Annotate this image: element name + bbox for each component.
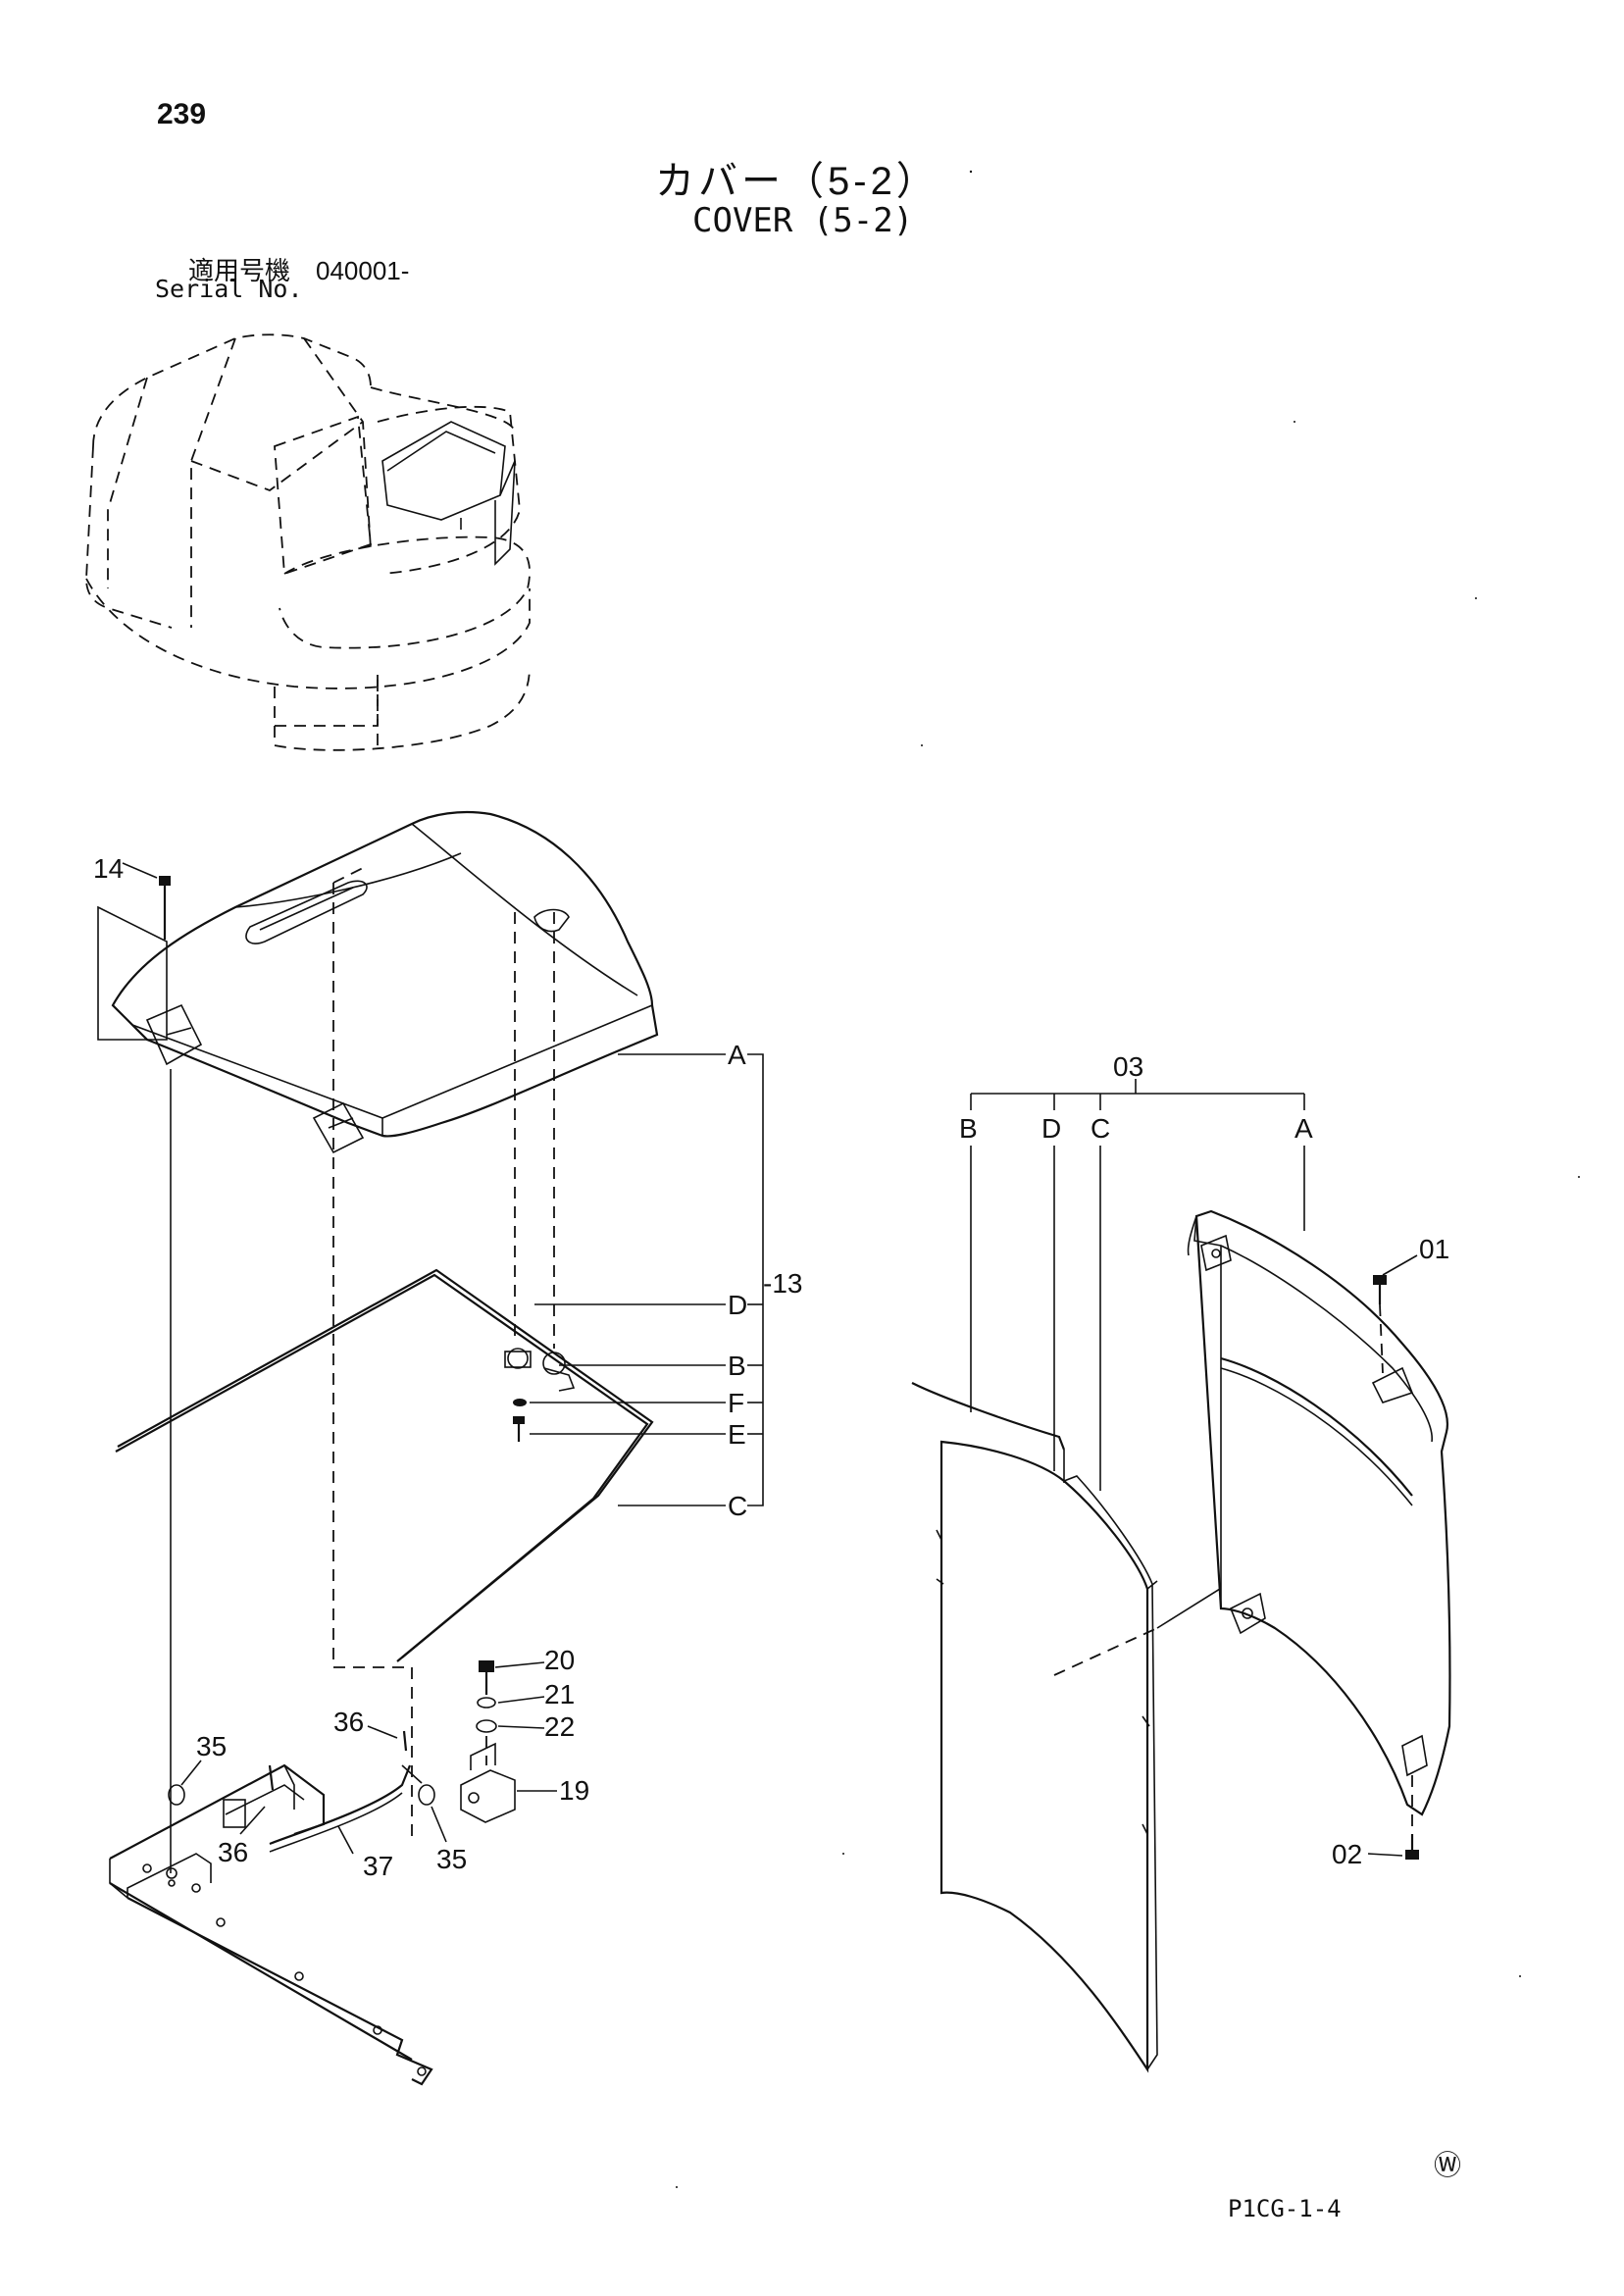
pin-36-upper (402, 1730, 408, 1752)
callout-19: 19 (559, 1775, 589, 1806)
label-B-left: B (728, 1351, 746, 1381)
bracket-19-icon (460, 1660, 516, 1823)
pin-36-lower (268, 1764, 275, 1791)
page-number: 239 (157, 98, 207, 130)
label-C-left: C (728, 1491, 747, 1521)
callout-35-left: 35 (196, 1731, 227, 1761)
engine-cover-panel-icon (97, 810, 659, 1154)
serial-number-japanese: 適用号機 040001- (188, 256, 410, 285)
callout-20: 20 (544, 1645, 575, 1675)
callout-01: 01 (1419, 1234, 1449, 1264)
label-D-left: D (728, 1290, 747, 1320)
page-code: P1CG-1-4 (1228, 2195, 1342, 2222)
callout-36-upper: 36 (333, 1707, 364, 1737)
label-B-right: B (959, 1113, 978, 1144)
cover-frame-icon (109, 1763, 433, 2086)
washer-35-right (418, 1784, 435, 1806)
callout-21: 21 (544, 1679, 575, 1709)
label-D-right: D (1041, 1113, 1061, 1144)
callout-14: 14 (93, 853, 124, 884)
label-A-left: A (728, 1040, 746, 1070)
bolt-14-icon (122, 862, 171, 940)
scan-noise (676, 170, 1580, 2188)
hardware-cluster-icon (504, 1348, 576, 1442)
callout-02: 02 (1332, 1839, 1362, 1869)
label-E-left: E (728, 1419, 746, 1450)
stay-rod-37 (269, 1764, 412, 1846)
callout-03: 03 (1113, 1051, 1143, 1082)
page-title-japanese: カバー（5-2） (655, 160, 939, 203)
manufacturer-mark-icon: Ⓦ (1434, 2150, 1462, 2180)
rubber-seal-icon (115, 1268, 654, 1662)
bolt-01-icon (1373, 1254, 1418, 1374)
label-F-left: F (728, 1388, 744, 1418)
washer-35-left (168, 1784, 185, 1806)
insulation-pad-icon (911, 1382, 1158, 2073)
cover-frame-panel-icon (1187, 1209, 1451, 1816)
excavator-cab-overview-icon (85, 333, 531, 751)
callout-22: 22 (544, 1711, 575, 1742)
page-title-english: COVER (5-2) (692, 201, 914, 240)
callout-36-lower: 36 (218, 1837, 248, 1867)
label-A-right: A (1294, 1113, 1313, 1144)
bolt-02-icon (1367, 1775, 1419, 1860)
callout-13: -13 (763, 1268, 802, 1299)
serial-number-label: Serial No. (155, 275, 303, 303)
callout-35-right: 35 (436, 1844, 467, 1874)
label-C-right: C (1091, 1113, 1110, 1144)
callout-37: 37 (363, 1851, 393, 1881)
